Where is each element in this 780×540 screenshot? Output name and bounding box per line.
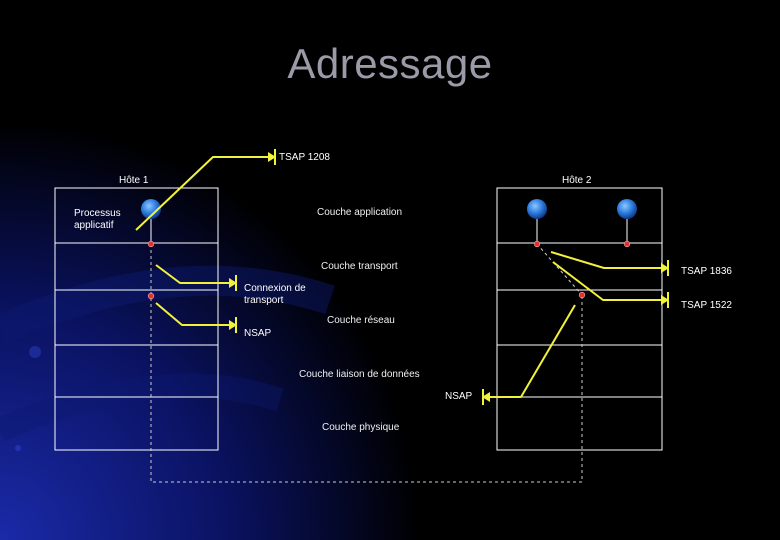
layer-datalink-label: Couche liaison de données <box>299 369 420 380</box>
decorative-orb <box>15 445 21 451</box>
layer-transport-label: Couche transport <box>321 261 398 272</box>
sap-point <box>147 292 155 300</box>
layer-network-label: Couche réseau <box>327 315 395 326</box>
nsap-right-arrow <box>483 304 576 398</box>
process-circle-host2-a <box>527 199 547 219</box>
nsap-left-label: NSAP <box>244 328 272 339</box>
sap-point <box>147 240 155 248</box>
slide-title: Adressage <box>287 40 493 87</box>
transport-connection-arrow <box>155 264 236 284</box>
tsap-1836-arrow <box>550 251 668 269</box>
nsap-left-arrow <box>155 302 236 326</box>
physical-link <box>150 244 583 483</box>
process-circle-host1 <box>141 199 161 219</box>
sap-point <box>578 291 586 299</box>
transport-connection-link <box>536 243 583 296</box>
host2-label: Hôte 2 <box>562 175 592 186</box>
decorative-orb <box>29 346 41 358</box>
sap-point <box>533 240 541 248</box>
process-label: Processus applicatif <box>74 208 121 231</box>
process-circle-host2-b <box>617 199 637 219</box>
host2-stack <box>496 187 663 451</box>
layer-application-label: Couche application <box>317 207 403 218</box>
host1-label: Hôte 1 <box>119 175 149 186</box>
layer-physical-label: Couche physique <box>322 422 400 433</box>
sap-point <box>623 240 631 248</box>
tsap-1522-arrow <box>552 261 668 301</box>
nsap-right-label: NSAP <box>445 391 473 402</box>
tsap-1208-label: TSAP 1208 <box>279 152 330 163</box>
tsap-1522-label: TSAP 1522 <box>681 300 732 311</box>
tsap-1836-label: TSAP 1836 <box>681 266 732 277</box>
host1-stack <box>54 187 219 451</box>
transport-connection-label: Connexion de transport <box>244 283 306 306</box>
tsap-1208-arrow <box>135 156 275 231</box>
